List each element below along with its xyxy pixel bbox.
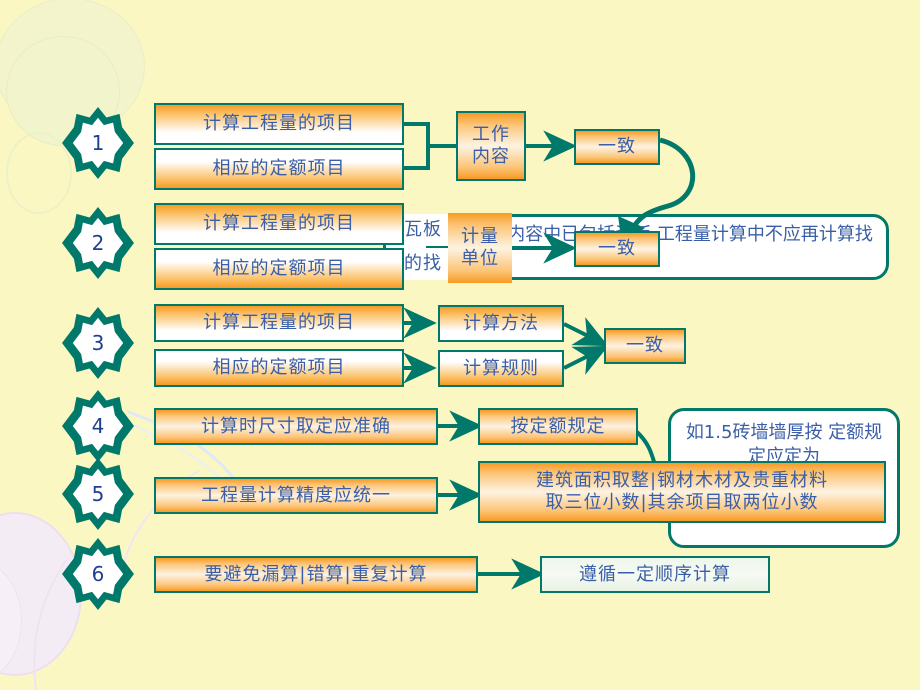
row6-right-box[interactable]: 遵循一定顺序计算 (540, 556, 770, 593)
row2-right-box[interactable]: 一致 (574, 231, 660, 267)
row3-right-box[interactable]: 一致 (604, 328, 686, 364)
row1-left-top-box[interactable]: 计算工程量的项目 (154, 103, 404, 145)
step-badge-6-number: 6 (91, 562, 105, 586)
row3-middle-bottom-label: 计算规则 (463, 357, 539, 379)
step-badge-5-number: 5 (91, 482, 105, 506)
row1-middle-box[interactable]: 工作 内容 (456, 111, 526, 181)
row2-left-top-box[interactable]: 计算工程量的项目 (154, 203, 404, 245)
step-badge-4-number: 4 (91, 414, 105, 438)
row4-right-box[interactable]: 按定额规定 (478, 408, 638, 445)
step-badge-3: 3 (62, 307, 134, 379)
row6-right-label: 遵循一定顺序计算 (579, 563, 731, 585)
row2-left-bottom-box[interactable]: 相应的定额项目 (154, 248, 404, 290)
row3-left-bottom-box[interactable]: 相应的定额项目 (154, 349, 404, 387)
row1-left-bottom-label: 相应的定额项目 (212, 158, 346, 180)
row3-left-top-label: 计算工程量的项目 (203, 312, 355, 334)
row1-left-top-label: 计算工程量的项目 (203, 113, 355, 135)
row1-middle-label: 工作 内容 (472, 124, 510, 167)
row1-right-label: 一致 (598, 136, 636, 158)
row1-right-box[interactable]: 一致 (574, 129, 660, 165)
row3-left-top-box[interactable]: 计算工程量的项目 (154, 304, 404, 342)
step-badge-2: 2 (62, 207, 134, 279)
row2-middle-label: 计量 单位 (461, 226, 499, 269)
row3-middle-top-label: 计算方法 (463, 312, 539, 334)
row3-left-bottom-label: 相应的定额项目 (212, 357, 346, 379)
row2-right-label: 一致 (598, 238, 636, 260)
step-badge-3-number: 3 (91, 331, 105, 355)
row2-left-top-label: 计算工程量的项目 (203, 213, 355, 235)
row2-left-bottom-label: 相应的定额项目 (212, 258, 346, 280)
row2-middle-box[interactable]: 计量 单位 (448, 213, 512, 283)
row5-right-box[interactable]: 建筑面积取整|钢材木材及贵重材料 取三位小数|其余项目取两位小数 (478, 461, 886, 523)
row5-right-label: 建筑面积取整|钢材木材及贵重材料 取三位小数|其余项目取两位小数 (535, 470, 829, 513)
row1-left-bottom-box[interactable]: 相应的定额项目 (154, 148, 404, 190)
row5-left-label: 工程量计算精度应统一 (201, 484, 391, 506)
row4-left-box[interactable]: 计算时尺寸取定应准确 (154, 408, 438, 445)
row6-left-box[interactable]: 要避免漏算|错算|重复计算 (154, 556, 478, 593)
row3-middle-bottom-box[interactable]: 计算规则 (438, 350, 564, 387)
row5-left-box[interactable]: 工程量计算精度应统一 (154, 477, 438, 514)
row3-middle-top-box[interactable]: 计算方法 (438, 305, 564, 342)
row4-right-label: 按定额规定 (510, 415, 606, 437)
row4-left-label: 计算时尺寸取定应准确 (201, 415, 391, 437)
step-badge-2-number: 2 (91, 231, 105, 255)
row3-right-label: 一致 (626, 335, 664, 357)
row6-left-label: 要避免漏算|错算|重复计算 (204, 563, 428, 585)
